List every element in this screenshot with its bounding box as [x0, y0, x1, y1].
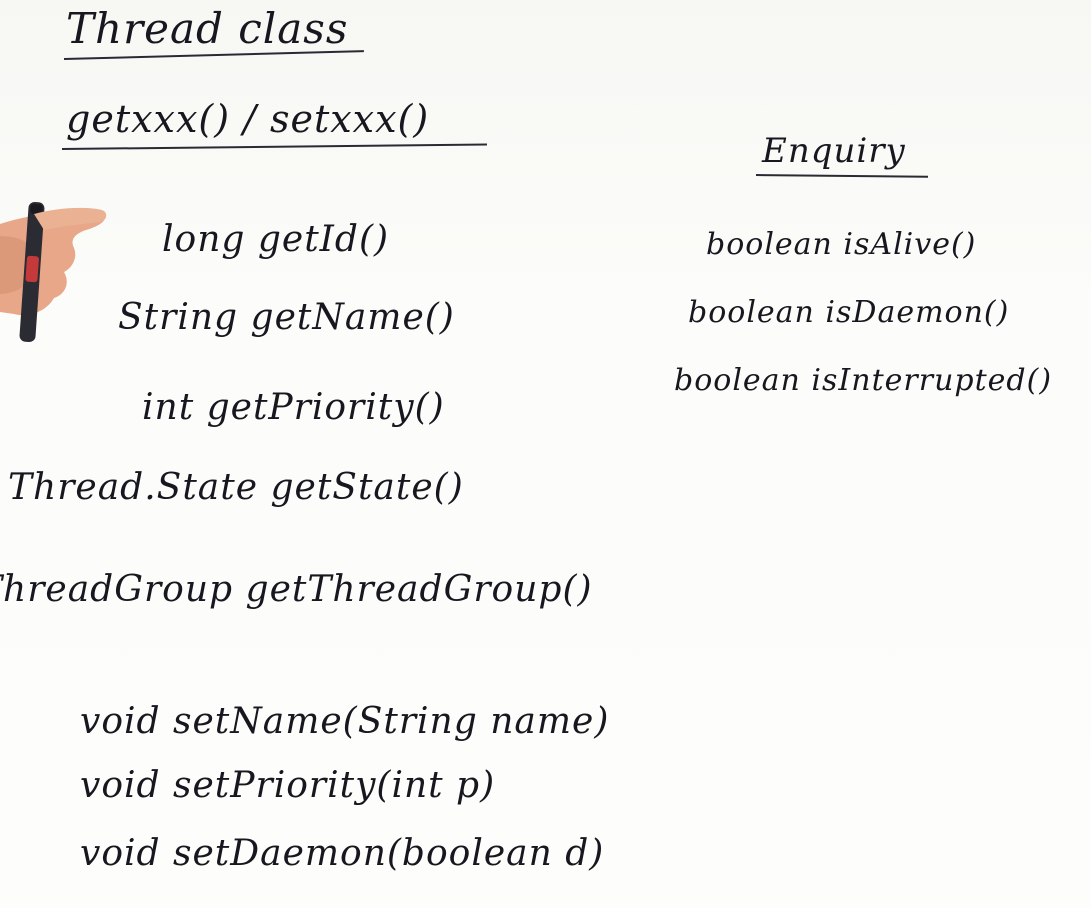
getter-get-thread-group: ThreadGroup getThreadGroup(): [0, 569, 593, 610]
getter-get-id: long getId(): [162, 219, 390, 260]
presenter-hand: [0, 196, 110, 346]
enquiry-underline: [755, 174, 929, 178]
getter-get-priority: int getPriority(): [142, 387, 445, 428]
enquiry-title: Enquiry: [762, 131, 906, 171]
enquiry-is-alive: boolean isAlive(): [706, 227, 977, 262]
setter-set-name: void setName(String name): [80, 701, 610, 742]
enquiry-is-daemon: boolean isDaemon(): [688, 295, 1010, 330]
hand-icon: [0, 202, 107, 342]
board-title: Thread class: [66, 4, 349, 53]
setter-set-daemon: void setDaemon(boolean d): [80, 833, 605, 874]
board-subtitle: getxxx() / setxxx(): [66, 97, 430, 141]
subtitle-underline: [61, 143, 487, 150]
getter-get-state: Thread.State getState(): [8, 467, 464, 508]
getter-get-name: String getName(): [118, 297, 455, 338]
enquiry-is-interrupted: boolean isInterrupted(): [674, 363, 1053, 398]
setter-set-priority: void setPriority(int p): [80, 765, 496, 806]
